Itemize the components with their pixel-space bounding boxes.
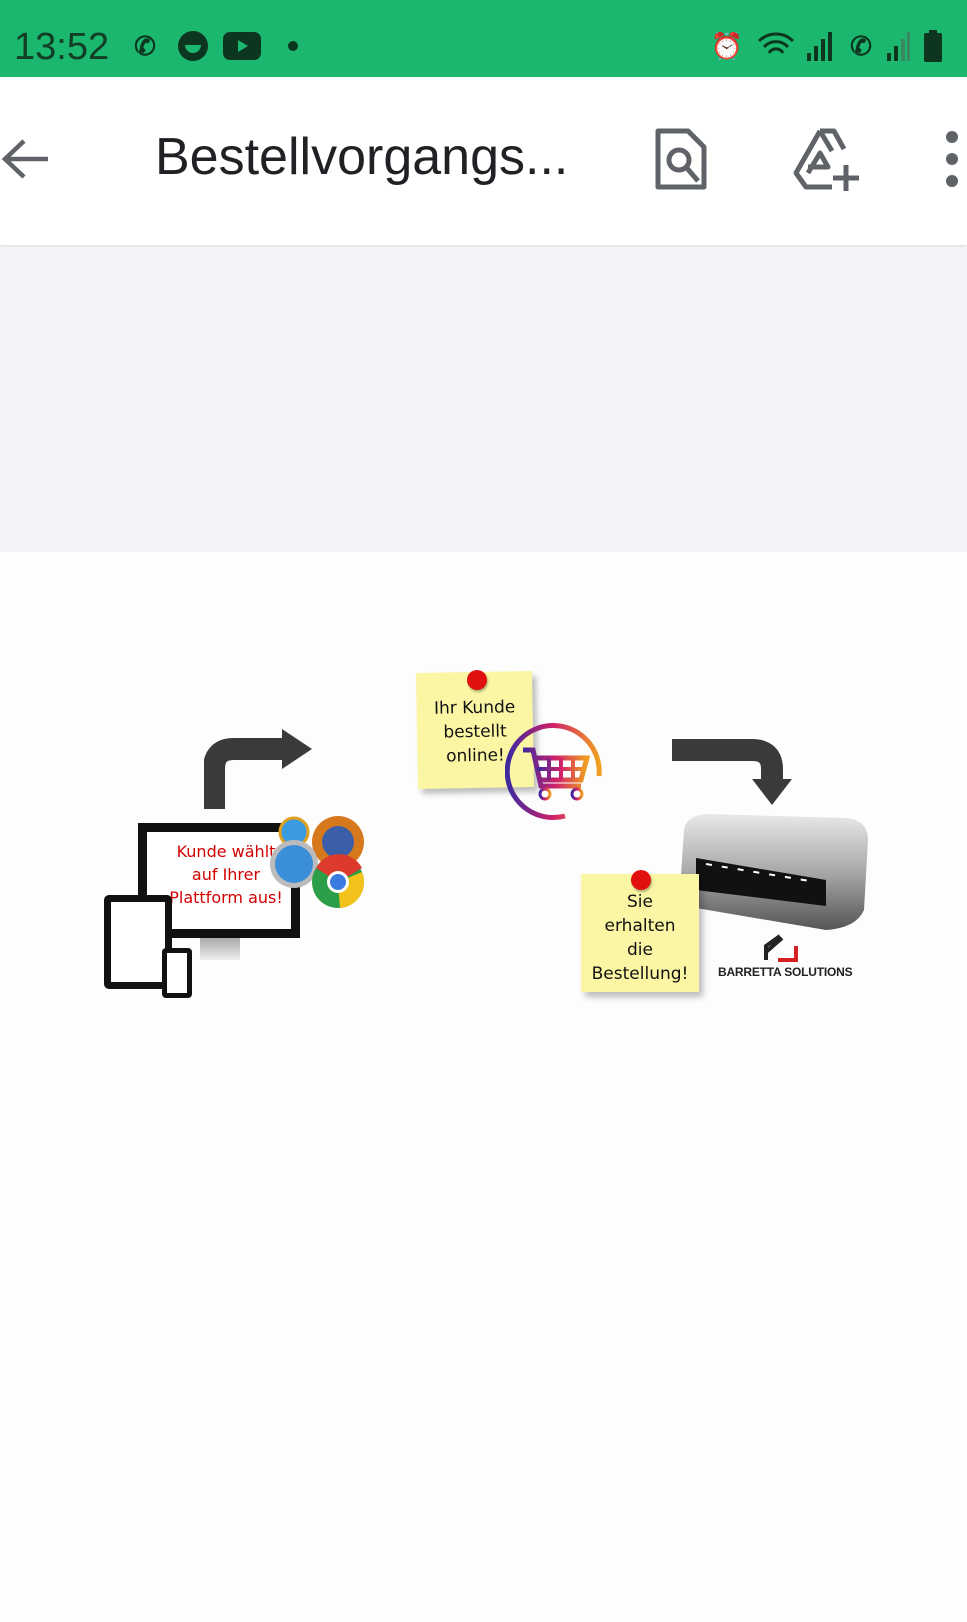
- monitor-stand: [200, 938, 240, 960]
- signal-icon: [804, 30, 834, 62]
- document-title: Bestellvorgangs...: [155, 128, 569, 186]
- logo-text: BARRETTA SOLUTIONS: [718, 965, 853, 979]
- find-in-document-icon[interactable]: [652, 127, 712, 191]
- wifi-icon: [756, 30, 796, 62]
- step3-line: Sie: [627, 892, 653, 912]
- step1-line: auf Ihrer: [191, 865, 261, 884]
- arrow-up-right-icon: [204, 729, 312, 809]
- barretta-logo-icon: [764, 934, 798, 962]
- add-to-drive-icon[interactable]: [792, 127, 862, 191]
- step3-line: erhalten: [604, 916, 676, 936]
- pin-icon: [631, 870, 651, 890]
- arrow-right-down-icon: [672, 739, 792, 805]
- status-time: 13:52: [14, 26, 110, 68]
- monitor-screen: Kunde wählt auf Ihrer Plattform aus!: [138, 823, 300, 938]
- alarm-icon: ⏰: [710, 30, 744, 61]
- more-vert-icon[interactable]: [940, 127, 964, 191]
- youtube-icon: [222, 30, 262, 62]
- step1-line: Kunde wählt: [176, 842, 276, 861]
- printer-image: [680, 814, 868, 930]
- battery-icon: [922, 30, 944, 62]
- step1-line: Plattform aus!: [169, 888, 283, 907]
- document-page: Kunde wählt auf Ihrer Plattform aus! Ihr…: [0, 552, 967, 1622]
- document-header-area: [0, 247, 967, 552]
- wifi-call-sim2-icon: ✆: [850, 30, 872, 61]
- step3-line: die: [627, 940, 653, 960]
- pin-icon: [467, 670, 487, 690]
- arrow-back-icon[interactable]: [0, 135, 52, 183]
- signal-icon: [884, 30, 912, 62]
- app-toolbar: Bestellvorgangs...: [0, 77, 967, 245]
- phone-image: [162, 948, 192, 998]
- tablet-image: [104, 895, 172, 989]
- browser-icons: [270, 816, 365, 908]
- status-bar: 13:52 ✆ ⏰ ✆: [0, 0, 967, 77]
- step2-line: Ihr Kunde: [433, 697, 516, 719]
- shopping-cart-icon: [505, 723, 602, 821]
- dot-icon: [286, 30, 300, 62]
- messenger-icon: [176, 30, 210, 62]
- step3-line: Bestellung!: [591, 964, 689, 984]
- sticky-note-receive-order: Sie erhalten die Bestellung!: [581, 874, 699, 992]
- call-sim1-icon: ✆: [134, 30, 156, 61]
